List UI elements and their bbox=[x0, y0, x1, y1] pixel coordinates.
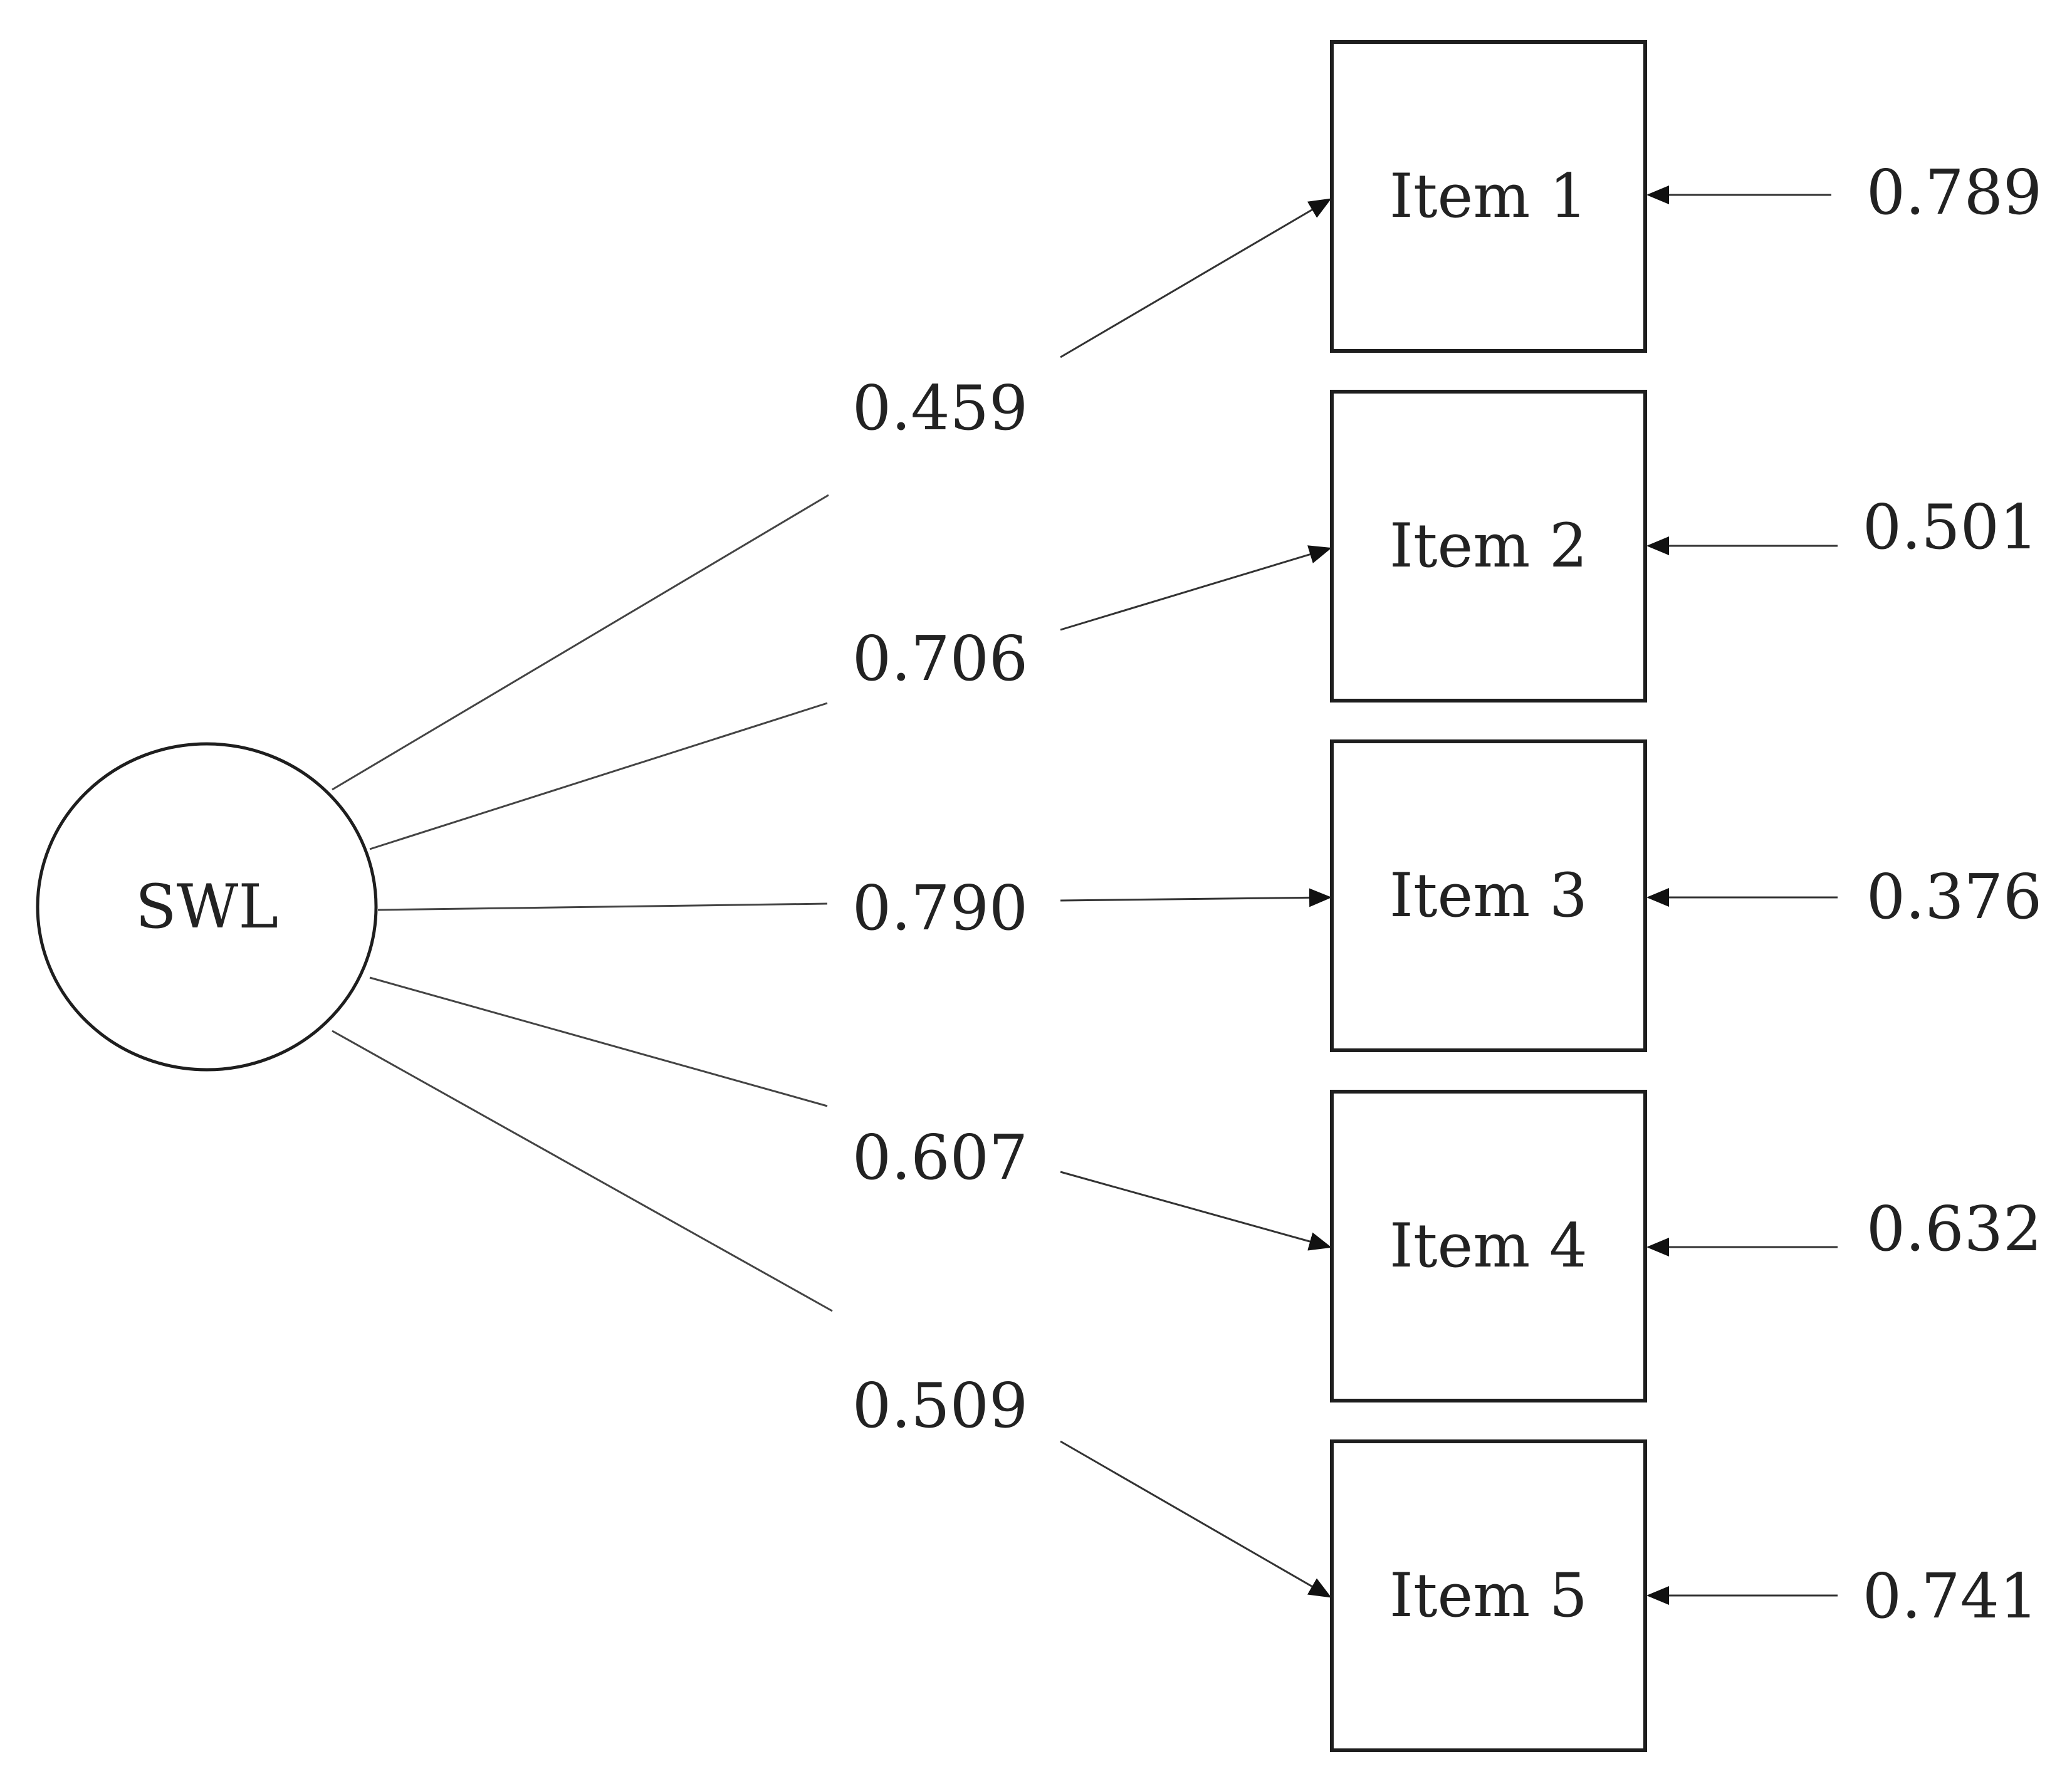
loading-label-item-4: 0.607 bbox=[852, 1122, 1028, 1194]
item-box-2 bbox=[1330, 390, 1647, 702]
item-box-4 bbox=[1330, 1090, 1647, 1402]
item-label-4: Item 4 bbox=[1389, 1211, 1588, 1281]
item-label-2: Item 2 bbox=[1389, 511, 1588, 581]
error-label-item-3: 0.376 bbox=[1866, 862, 2043, 933]
loading-label-item-1: 0.459 bbox=[852, 373, 1028, 444]
latent-node-swl: SWL bbox=[36, 742, 378, 1072]
latent-circle bbox=[36, 742, 378, 1072]
error-label-item-5: 0.741 bbox=[1863, 1561, 2039, 1632]
loading-arrow-item-4 bbox=[1060, 1171, 1332, 1251]
loading-label-item-2: 0.706 bbox=[852, 624, 1028, 695]
error-label-item-1: 0.789 bbox=[1866, 157, 2043, 229]
item-label-1: Item 1 bbox=[1389, 161, 1588, 231]
loading-label-item-3: 0.790 bbox=[852, 873, 1028, 944]
error-label-item-2: 0.501 bbox=[1863, 492, 2039, 563]
loading-line-item-5-left bbox=[332, 1030, 833, 1312]
error-terms: 0.789 0.501 0.376 0.632 0.741 bbox=[1646, 157, 2043, 1632]
item-boxes: Item 1 Item 2 Item 3 Item 4 Item 5 bbox=[1330, 40, 1647, 1752]
item-node-4: Item 4 bbox=[1330, 1090, 1647, 1402]
latent-label: SWL bbox=[135, 872, 278, 942]
item-node-5: Item 5 bbox=[1330, 1439, 1647, 1752]
loading-arrow-item-3 bbox=[1060, 888, 1332, 907]
error-label-item-4: 0.632 bbox=[1866, 1194, 2043, 1265]
item-box-1 bbox=[1330, 40, 1647, 353]
item-box-3 bbox=[1330, 739, 1647, 1052]
item-label-5: Item 5 bbox=[1389, 1560, 1588, 1631]
loading-label-item-5: 0.509 bbox=[852, 1371, 1028, 1442]
item-node-3: Item 3 bbox=[1330, 739, 1647, 1052]
item-box-5 bbox=[1330, 1439, 1647, 1752]
item-label-3: Item 3 bbox=[1389, 860, 1588, 931]
loading-arrow-item-5 bbox=[1060, 1440, 1332, 1598]
loading-line-item-4-left bbox=[369, 976, 828, 1107]
loading-paths: 0.459 0.706 0.790 0.607 0.509 bbox=[332, 198, 1332, 1598]
item-node-2: Item 2 bbox=[1330, 390, 1647, 702]
loading-line-item-3-left bbox=[377, 902, 828, 911]
item-node-1: Item 1 bbox=[1330, 40, 1647, 353]
loading-arrow-item-2 bbox=[1060, 545, 1332, 631]
loading-line-item-1-left bbox=[332, 494, 829, 791]
loading-arrow-item-1 bbox=[1060, 198, 1332, 358]
loading-line-item-2-left bbox=[369, 702, 828, 850]
